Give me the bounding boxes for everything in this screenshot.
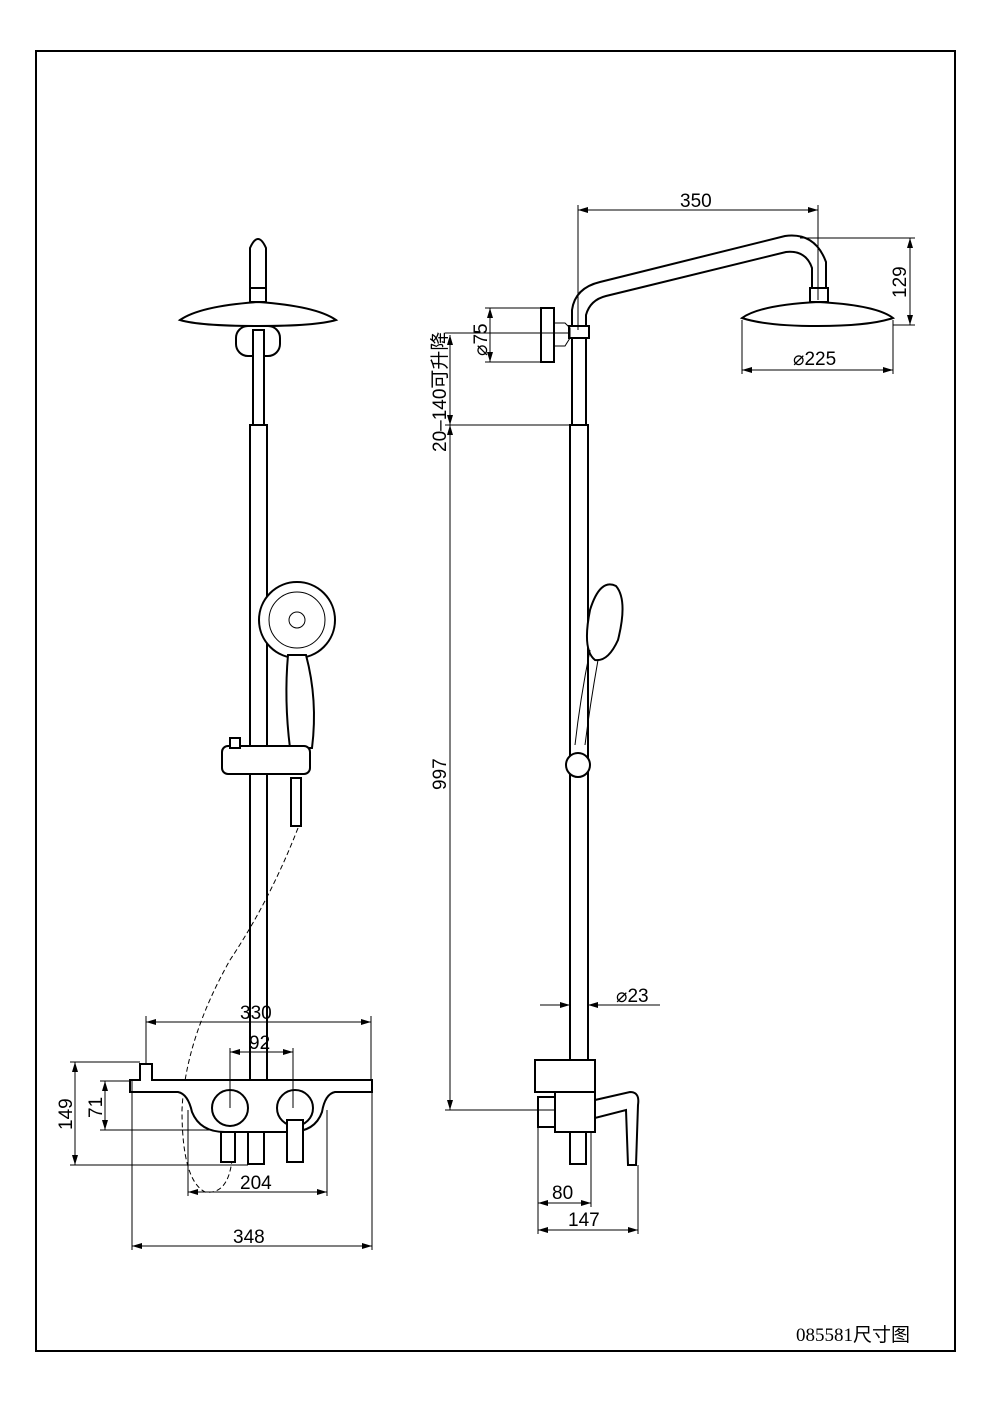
dim-92: 92	[249, 1033, 270, 1054]
dim-147: 147	[568, 1210, 600, 1231]
side-hand-shower	[585, 583, 624, 662]
slide-holder	[221, 745, 311, 775]
hand-shower-center	[288, 611, 306, 629]
dim-80: 80	[552, 1183, 573, 1204]
side-lever	[594, 1090, 640, 1166]
dim-204: 204	[240, 1173, 272, 1194]
dim-20-140: 20–140可升降	[429, 332, 451, 452]
drawing-title: 085581尺寸图	[796, 1324, 910, 1346]
hand-shower-handle	[285, 654, 315, 749]
hand-shower-face	[258, 581, 336, 659]
spout-connector	[247, 1131, 265, 1165]
dim-350: 350	[680, 191, 712, 212]
head-connector	[249, 287, 267, 303]
hose-dashed	[181, 827, 299, 1193]
side-rain-head	[739, 300, 896, 328]
inlet-connector	[220, 1131, 236, 1163]
holder-ball	[565, 752, 591, 778]
hand-shower-ring	[268, 591, 326, 649]
dim-997: 997	[430, 758, 451, 790]
side-mixer-body	[554, 1091, 596, 1133]
dim-348: 348	[233, 1227, 265, 1248]
dim-330: 330	[240, 1003, 272, 1024]
top-arm	[249, 238, 267, 291]
dim-129: 129	[890, 266, 911, 298]
side-handle	[574, 649, 599, 746]
dim-75: ⌀75	[471, 323, 492, 356]
side-mixer-top	[534, 1059, 596, 1093]
hand-shower-mount	[554, 322, 571, 347]
pipe-clamp	[568, 325, 590, 339]
hose-end	[290, 777, 302, 827]
rain-shower-head	[177, 300, 339, 328]
front-view: 330 92 149 71 204 348	[56, 238, 373, 1250]
side-inlet	[537, 1096, 556, 1128]
upper-pipe	[252, 329, 265, 426]
shower-arm-inner	[585, 250, 813, 330]
side-head-connector	[809, 287, 829, 303]
front-dimension-lines	[70, 1016, 373, 1250]
holder-knob	[229, 737, 241, 749]
shower-arm	[571, 234, 827, 330]
side-bottom-outlet	[569, 1131, 587, 1165]
mixer-lever	[286, 1119, 304, 1163]
dim-225: ⌀225	[793, 349, 836, 370]
dim-149: 149	[56, 1098, 77, 1130]
side-hand-shower-plate	[540, 307, 555, 363]
dim-71: 71	[86, 1097, 107, 1118]
side-upper-pipe	[571, 329, 587, 426]
side-dimension-lines	[445, 205, 915, 1234]
dim-23: ⌀23	[616, 986, 649, 1007]
side-view: 350 129 ⌀225 ⌀75 20–140可升降 997 ⌀23 80 14…	[429, 191, 915, 1234]
drawing-frame	[35, 50, 956, 1352]
